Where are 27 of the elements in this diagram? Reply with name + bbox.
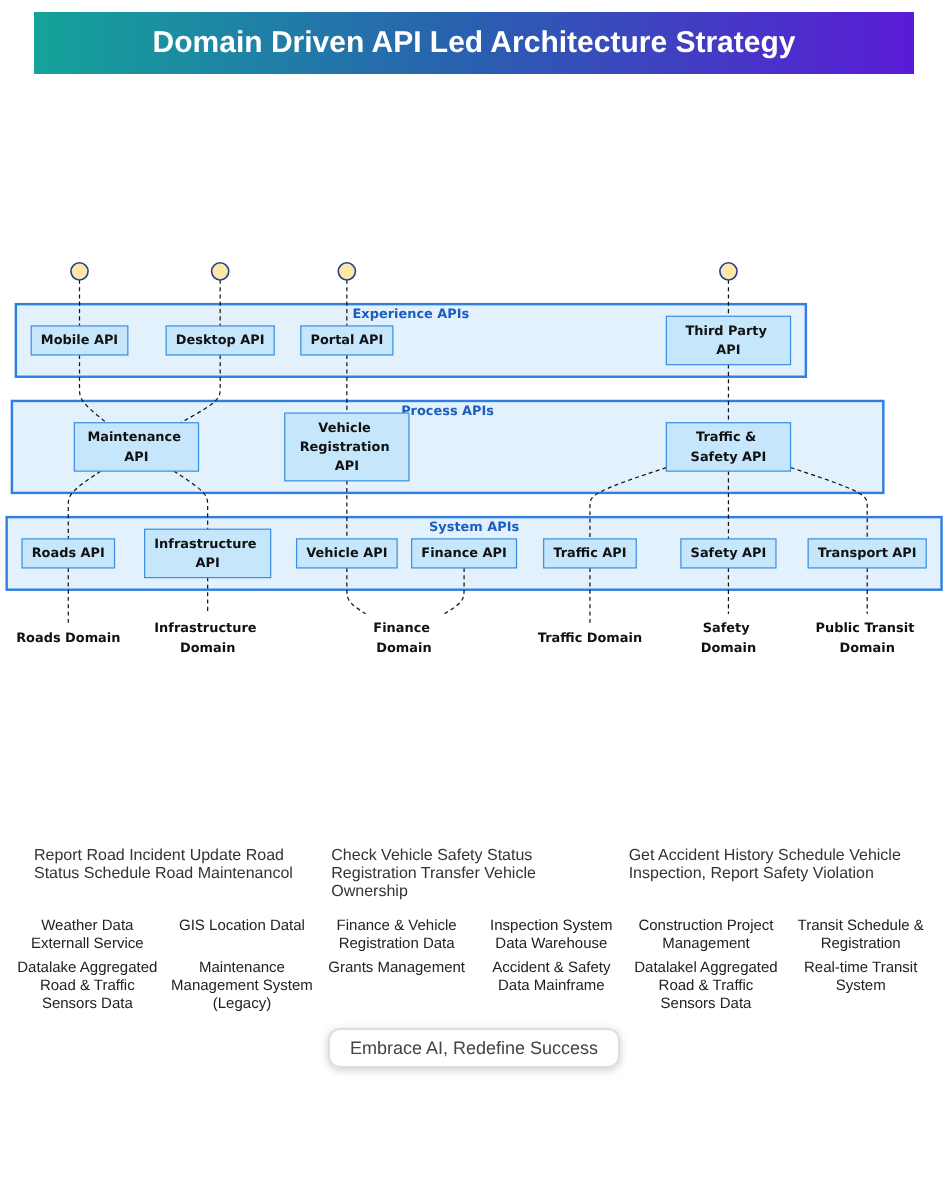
connector — [727, 470, 730, 540]
connector — [346, 567, 367, 615]
connector — [789, 466, 868, 540]
connector — [67, 567, 69, 625]
operation-note: Get Accident History Schedule Vehicle Inspection, Report Safety Violation — [628, 846, 903, 886]
connector — [67, 470, 102, 540]
connector — [219, 279, 221, 327]
operation-note: Check Vehicle Safety Status Registration Transfer Vehicle Ownership — [331, 846, 538, 900]
connector — [727, 567, 730, 615]
picture — [719, 262, 738, 281]
operation-note: Report Road Incident Update Road Status Schedule Road Maintenancol — [34, 846, 295, 886]
connector — [346, 279, 348, 327]
connector — [866, 567, 868, 615]
connector — [78, 354, 108, 424]
connector — [346, 354, 348, 414]
connector — [727, 364, 730, 424]
connector — [173, 470, 209, 530]
title-banner: Domain Driven API Led Architecture Strategy — [34, 12, 914, 74]
picture — [337, 262, 357, 281]
connector — [589, 466, 667, 540]
connector — [78, 279, 81, 327]
tagline: Embrace AI, Redefine Success — [327, 1028, 621, 1068]
picture — [70, 262, 89, 281]
connector — [346, 480, 348, 540]
connector — [443, 567, 465, 615]
picture — [210, 262, 230, 281]
connector — [589, 567, 591, 625]
